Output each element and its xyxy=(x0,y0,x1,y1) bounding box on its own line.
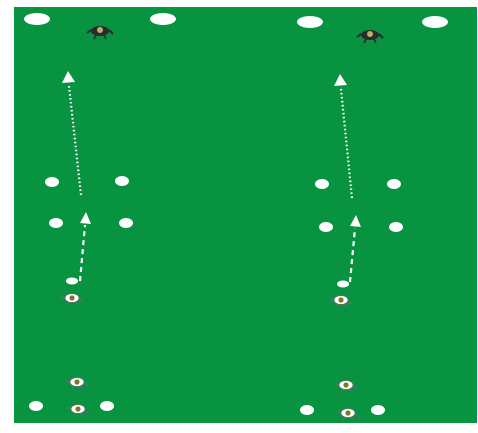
cone xyxy=(300,405,314,415)
cone xyxy=(315,179,329,189)
goal-marker-left xyxy=(24,13,50,25)
cone xyxy=(371,405,385,415)
cone xyxy=(387,179,401,189)
goal-marker-left xyxy=(297,16,323,28)
cone xyxy=(45,177,59,187)
cone xyxy=(115,176,129,186)
ball xyxy=(66,278,78,285)
cone xyxy=(319,222,333,232)
goal-marker-right xyxy=(150,13,176,25)
ball xyxy=(337,281,349,288)
goal-marker-right xyxy=(422,16,448,28)
cone xyxy=(119,218,133,228)
cone xyxy=(100,401,114,411)
cone xyxy=(389,222,403,232)
cone xyxy=(49,218,63,228)
pitch-surface xyxy=(14,7,477,423)
cone xyxy=(29,401,43,411)
